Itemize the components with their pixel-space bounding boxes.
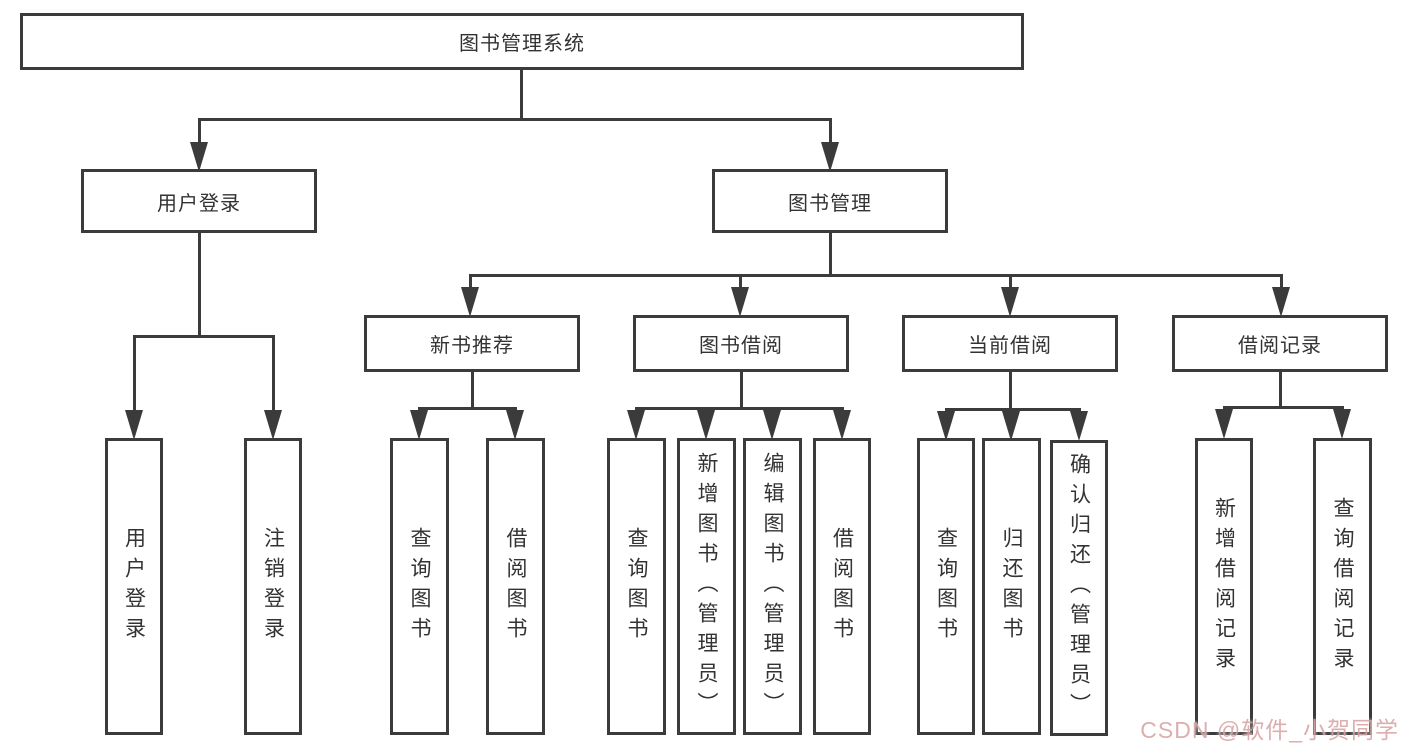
- arrowhead-down-icon: [731, 287, 749, 317]
- leaf-nbr-query-books: 查询图书: [390, 438, 449, 735]
- leaf-bb-query-books: 查询图书: [607, 438, 666, 735]
- node-root: 图书管理系统: [20, 13, 1024, 70]
- leaf-br-query-record: 查询借阅记录: [1313, 438, 1372, 735]
- arrowhead-down-icon: [937, 411, 955, 441]
- connector-root-vertical: [520, 70, 523, 118]
- arrowhead-down-icon: [125, 410, 143, 440]
- node-book-management: 图书管理: [712, 169, 948, 233]
- arrowhead-down-icon: [190, 142, 208, 172]
- arrowhead-down-icon: [506, 410, 524, 440]
- csdn-watermark: CSDN @软件_小贺同学: [1140, 717, 1399, 743]
- leaf-bb-borrow-books: 借阅图书: [813, 438, 871, 735]
- arrowhead-down-icon: [1070, 411, 1088, 441]
- arrowhead-down-icon: [461, 287, 479, 317]
- connector-cb-vertical: [1009, 372, 1012, 408]
- connector-stub-ul-logout: [272, 335, 275, 413]
- connector-book-mgmt-horizontal: [469, 274, 1283, 277]
- connector-stub-borrow-records: [1280, 274, 1283, 290]
- node-book-borrow: 图书借阅: [633, 315, 849, 372]
- arrowhead-down-icon: [410, 410, 428, 440]
- connector-stub-current-borrow: [1009, 274, 1012, 290]
- connector-user-login-horizontal: [133, 335, 275, 338]
- connector-nbr-horizontal: [418, 407, 517, 410]
- connector-user-login-vertical: [198, 233, 201, 335]
- connector-stub-user-login: [198, 118, 201, 145]
- connector-bb-vertical: [740, 372, 743, 407]
- connector-stub-new-book-rec: [469, 274, 472, 290]
- connector-root-horizontal: [198, 118, 832, 121]
- arrowhead-down-icon: [1333, 409, 1351, 439]
- node-borrow-records: 借阅记录: [1172, 315, 1388, 372]
- leaf-bb-add-books-admin: 新增图书（管理员）: [677, 438, 736, 735]
- node-new-book-recommend: 新书推荐: [364, 315, 580, 372]
- connector-cb-horizontal: [945, 408, 1081, 411]
- node-current-borrow: 当前借阅: [902, 315, 1118, 372]
- leaf-user-login: 用户登录: [105, 438, 163, 735]
- arrowhead-down-icon: [1215, 409, 1233, 439]
- connector-nbr-vertical: [471, 372, 474, 407]
- leaf-cb-query-books: 查询图书: [917, 438, 975, 735]
- arrowhead-down-icon: [763, 410, 781, 440]
- arrowhead-down-icon: [1272, 287, 1290, 317]
- connector-br-horizontal: [1223, 406, 1344, 409]
- connector-stub-ul-login: [133, 335, 136, 413]
- arrowhead-down-icon: [833, 410, 851, 440]
- arrowhead-down-icon: [697, 410, 715, 440]
- connector-br-vertical: [1279, 372, 1282, 406]
- connector-bb-horizontal: [635, 407, 844, 410]
- leaf-nbr-borrow-books: 借阅图书: [486, 438, 545, 735]
- connector-book-mgmt-vertical: [829, 233, 832, 274]
- leaf-br-add-record: 新增借阅记录: [1195, 438, 1253, 735]
- arrowhead-down-icon: [627, 410, 645, 440]
- node-user-login: 用户登录: [81, 169, 317, 233]
- connector-stub-book-mgmt: [829, 118, 832, 145]
- arrowhead-down-icon: [821, 142, 839, 172]
- arrowhead-down-icon: [1001, 287, 1019, 317]
- arrowhead-down-icon: [1002, 411, 1020, 441]
- arrowhead-down-icon: [264, 410, 282, 440]
- leaf-bb-edit-books-admin: 编辑图书（管理员）: [743, 438, 802, 735]
- connector-stub-book-borrow: [739, 274, 742, 290]
- leaf-logout: 注销登录: [244, 438, 302, 735]
- leaf-cb-return-books: 归还图书: [982, 438, 1041, 735]
- leaf-cb-confirm-return-admin: 确认归还（管理员）: [1050, 440, 1108, 736]
